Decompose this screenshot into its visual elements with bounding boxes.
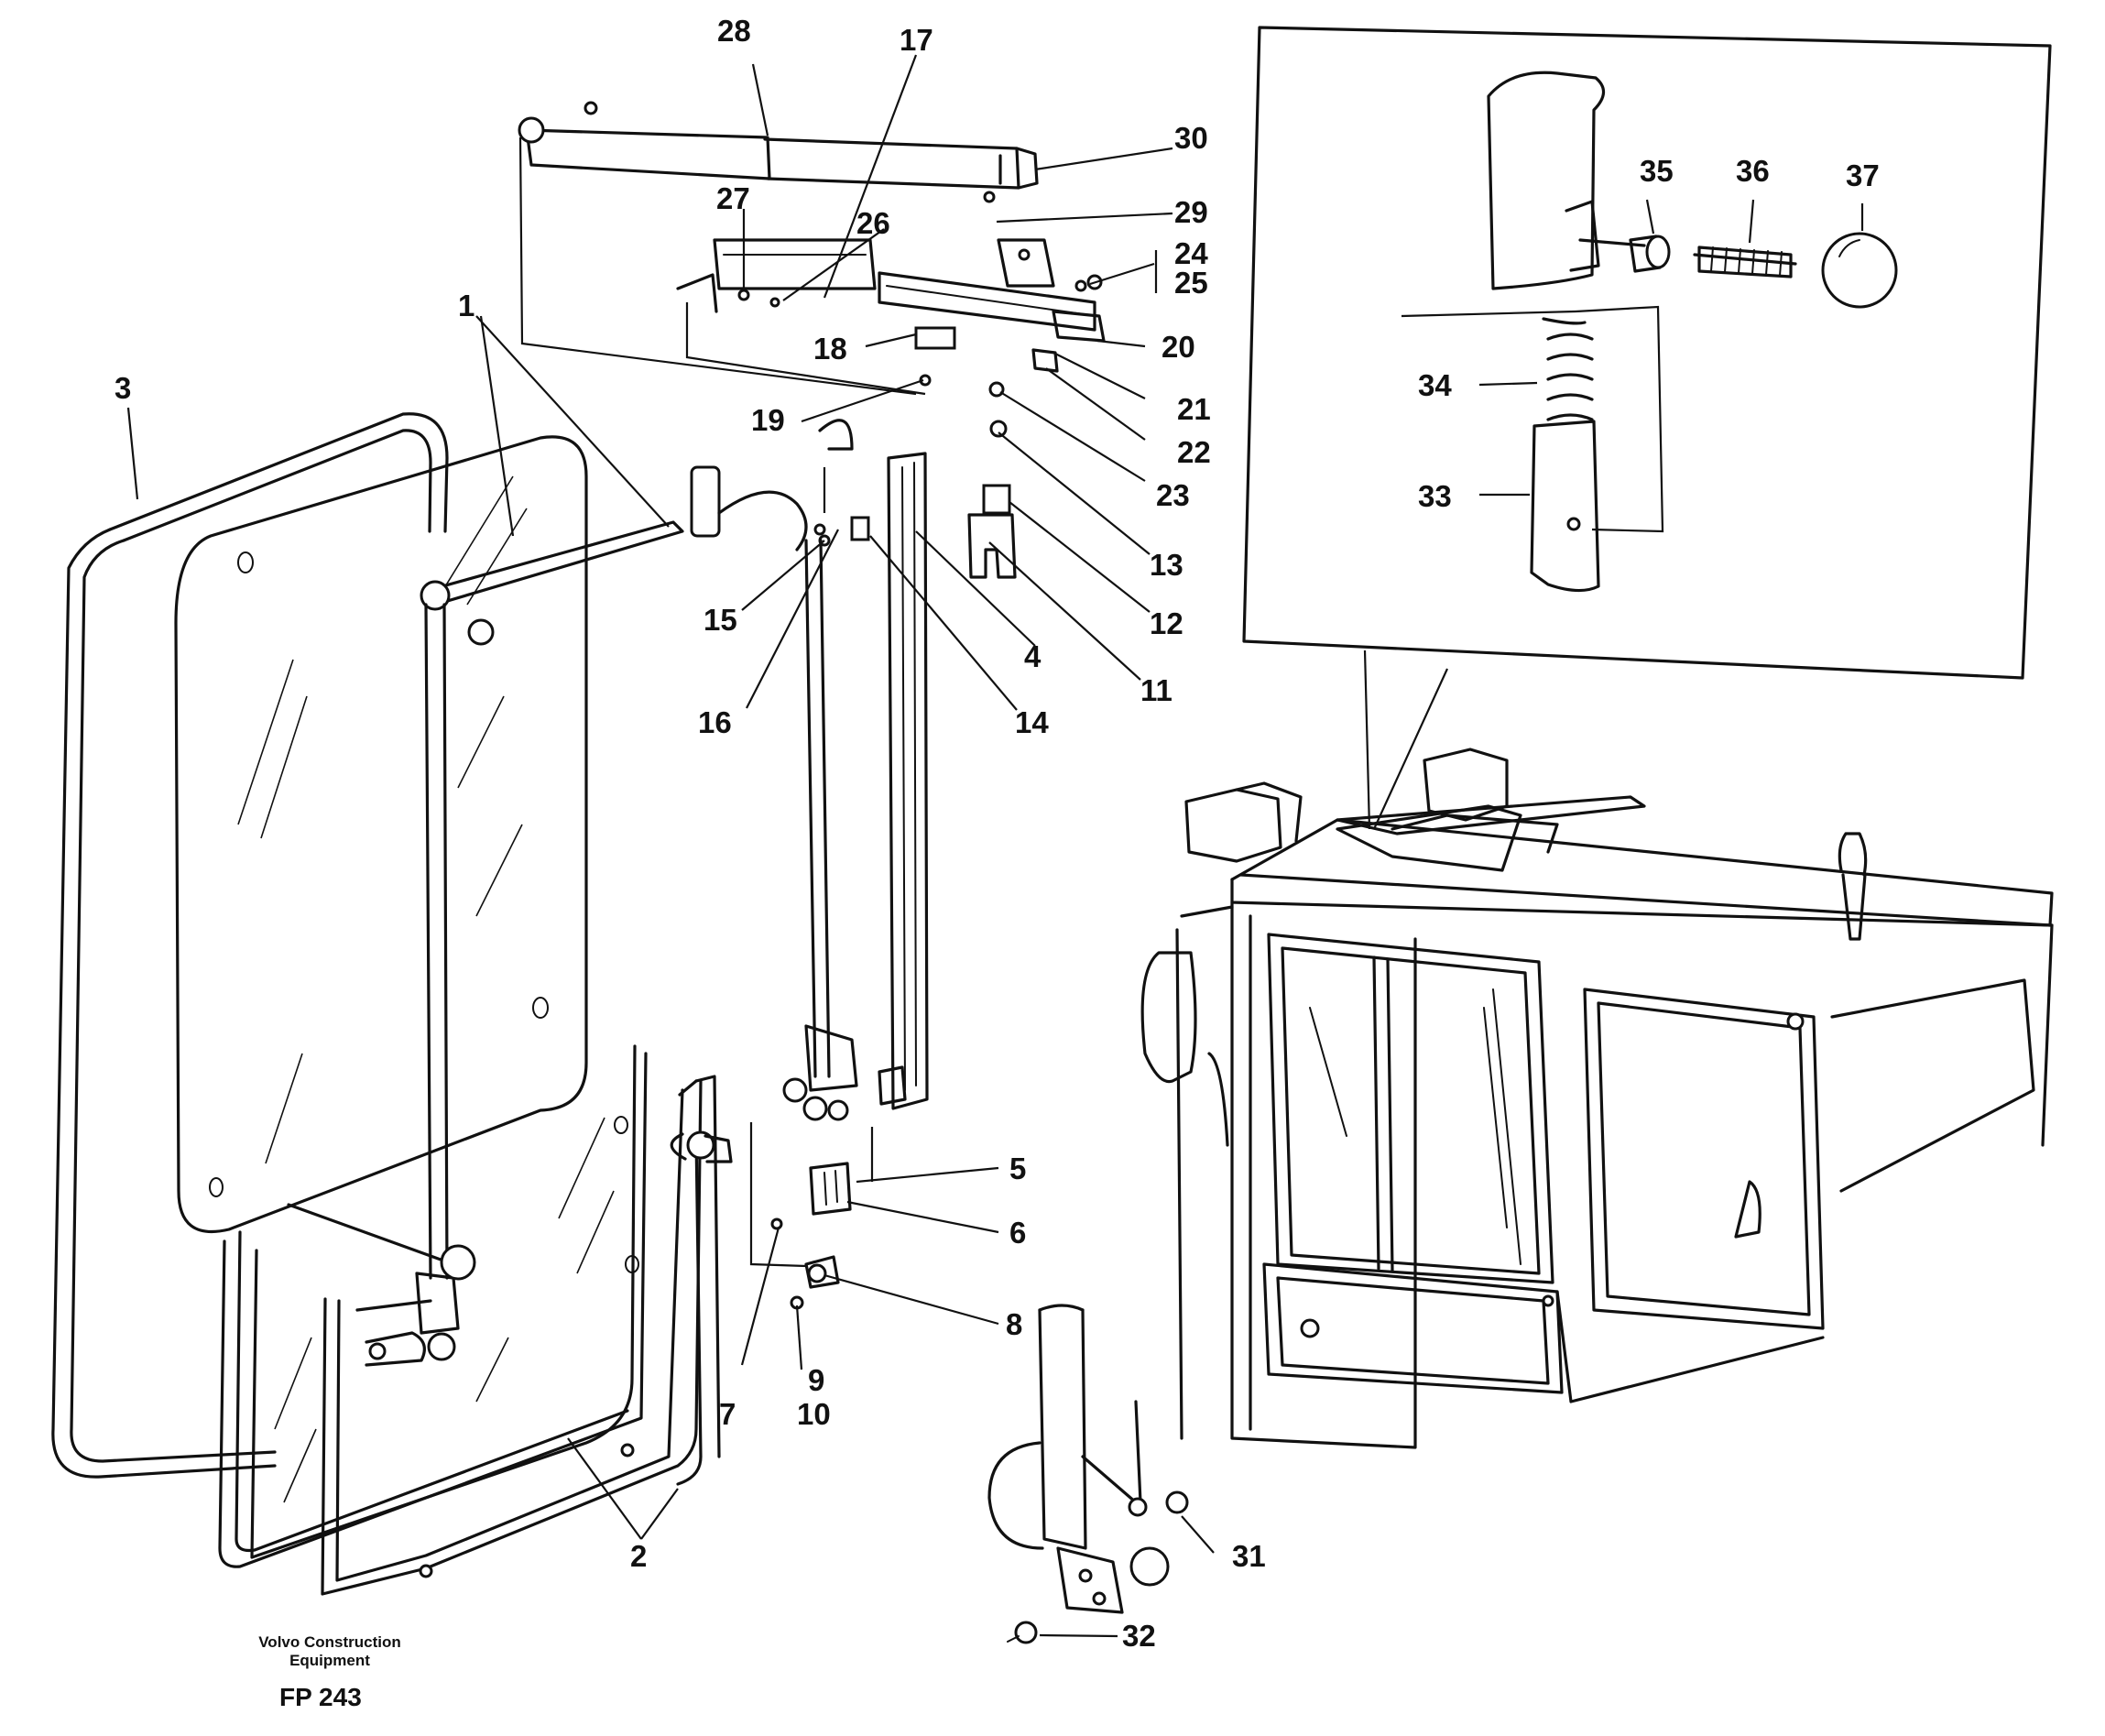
hinge-brackets [749, 1122, 874, 1310]
callout-34: 34 [1418, 368, 1452, 402]
callout-24: 24 [1174, 236, 1208, 270]
callout-25: 25 [1174, 266, 1208, 300]
lever-rod-assembly [287, 465, 808, 1367]
callout-28: 28 [717, 14, 751, 48]
callout-36: 36 [1736, 154, 1770, 188]
callout-23: 23 [1156, 478, 1190, 512]
callout-26: 26 [856, 206, 890, 240]
callout-33: 33 [1418, 479, 1452, 513]
footer: Volvo Construction Equipment FP 243 [258, 1633, 401, 1711]
lock-bracket [987, 1304, 1189, 1644]
callout-37: 37 [1846, 158, 1880, 192]
brand-line-1: Volvo Construction [258, 1633, 401, 1651]
callout-1: 1 [458, 289, 474, 322]
callout-9: 9 [808, 1363, 824, 1397]
door-handle [670, 1075, 733, 1458]
callout-7: 7 [719, 1397, 736, 1431]
callout-12: 12 [1150, 606, 1183, 640]
callout-3: 3 [115, 371, 131, 405]
brand-line-2: Equipment [289, 1652, 370, 1669]
callout-17: 17 [900, 23, 933, 57]
leader-lines [126, 54, 1864, 1638]
callout-27: 27 [716, 181, 750, 215]
callout-2: 2 [630, 1539, 647, 1573]
callout-labels: 1 2 3 4 5 6 7 8 9 10 11 12 13 14 15 16 1… [115, 14, 1880, 1653]
callout-15: 15 [703, 603, 737, 637]
callout-8: 8 [1006, 1307, 1022, 1341]
callout-16: 16 [698, 705, 732, 739]
vertical-rods [782, 419, 929, 1121]
callout-11: 11 [1140, 673, 1172, 707]
callout-10: 10 [797, 1397, 831, 1431]
lower-glass-frames [218, 1044, 703, 1596]
callout-20: 20 [1162, 330, 1195, 364]
upper-glass-pane [174, 435, 588, 1234]
upper-rail [676, 238, 1106, 396]
callout-13: 13 [1150, 548, 1183, 582]
callout-6: 6 [1009, 1216, 1026, 1250]
callout-14: 14 [1015, 705, 1049, 739]
callout-18: 18 [813, 332, 847, 366]
callout-35: 35 [1640, 154, 1674, 188]
callout-31: 31 [1232, 1539, 1266, 1573]
callout-4: 4 [1024, 639, 1042, 673]
callout-30: 30 [1174, 121, 1208, 155]
machine-cab [1140, 748, 2054, 1449]
callout-5: 5 [1009, 1152, 1026, 1185]
gas-strut [518, 101, 1039, 396]
rubber-seal-frame [51, 412, 449, 1479]
callout-32: 32 [1122, 1619, 1156, 1653]
detail-inset [1242, 26, 2052, 830]
callout-19: 19 [751, 403, 785, 437]
small-hardware [813, 326, 1059, 579]
callout-21: 21 [1177, 392, 1211, 426]
figure-code: FP 243 [279, 1683, 362, 1711]
callout-22: 22 [1177, 435, 1211, 469]
callout-29: 29 [1174, 195, 1208, 229]
